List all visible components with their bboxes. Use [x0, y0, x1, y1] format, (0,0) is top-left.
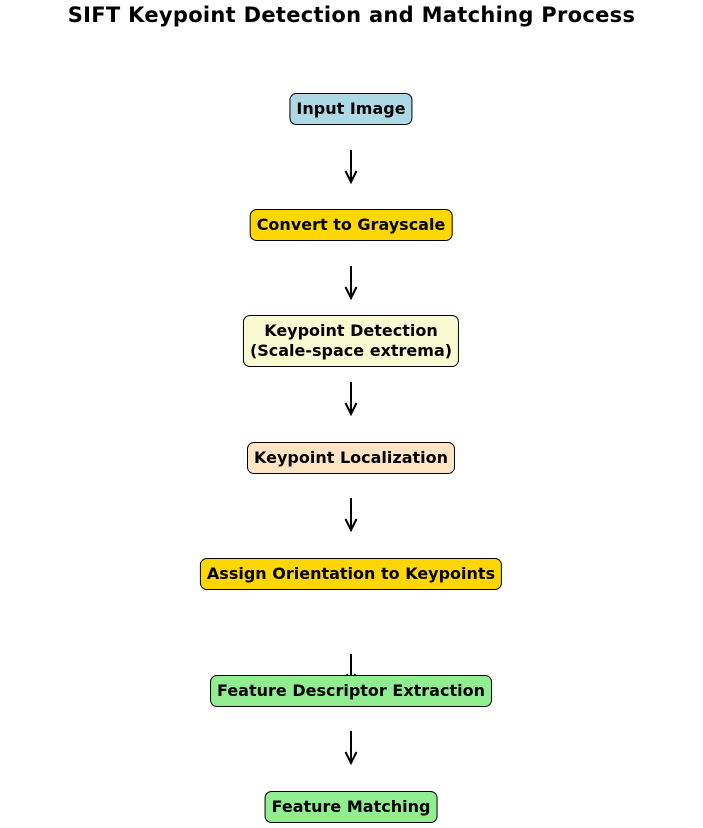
step-feature-descriptor: Feature Descriptor Extraction: [210, 675, 492, 707]
step-assign-orientation: Assign Orientation to Keypoints: [199, 558, 503, 590]
arrow-6: [344, 731, 358, 766]
step-label: Input Image: [296, 99, 406, 118]
step-keypoint-localization: Keypoint Localization: [247, 442, 455, 474]
diagram-title: SIFT Keypoint Detection and Matching Pro…: [67, 3, 636, 27]
step-label: Feature Descriptor Extraction: [217, 681, 485, 700]
step-keypoint-detection: Keypoint Detection (Scale-space extrema): [242, 315, 460, 367]
arrow-3: [344, 382, 358, 417]
step-label-line-1: Keypoint Detection: [264, 321, 438, 340]
step-convert-grayscale: Convert to Grayscale: [249, 209, 453, 241]
step-input-image: Input Image: [289, 93, 413, 125]
step-label: Feature Matching: [271, 797, 431, 816]
arrow-4: [344, 498, 358, 533]
arrow-1: [344, 150, 358, 185]
step-label: Assign Orientation to Keypoints: [206, 564, 496, 583]
step-label: Convert to Grayscale: [256, 215, 446, 234]
step-label-line-2: (Scale-space extrema): [249, 341, 453, 360]
step-feature-matching: Feature Matching: [264, 791, 438, 823]
step-label: Keypoint Localization: [254, 448, 448, 467]
arrow-2: [344, 266, 358, 301]
